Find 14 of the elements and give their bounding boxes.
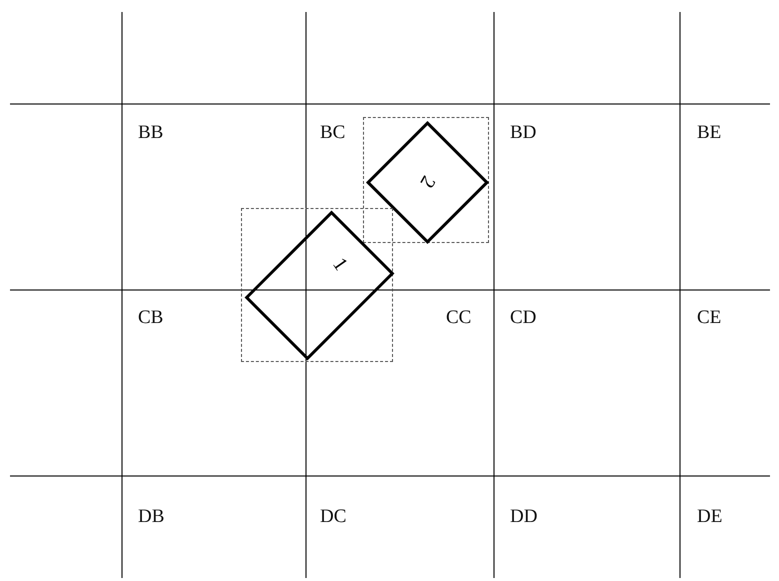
cell-label: DB bbox=[138, 506, 164, 528]
cell-label: CE bbox=[697, 307, 722, 329]
cell-label: DE bbox=[697, 506, 722, 528]
cell-label: BC bbox=[320, 122, 346, 144]
cell-label: CD bbox=[510, 307, 536, 329]
cell-label: BD bbox=[510, 122, 536, 144]
cell-label: DC bbox=[320, 506, 346, 528]
shape-number: 1 bbox=[328, 253, 352, 274]
cell-label: DD bbox=[510, 506, 538, 528]
cell-label: CB bbox=[138, 307, 164, 329]
cell-label: BE bbox=[697, 122, 722, 144]
shape-number: 2 bbox=[414, 171, 440, 192]
cell-label: BB bbox=[138, 122, 164, 144]
cell-label: CC bbox=[446, 307, 472, 329]
